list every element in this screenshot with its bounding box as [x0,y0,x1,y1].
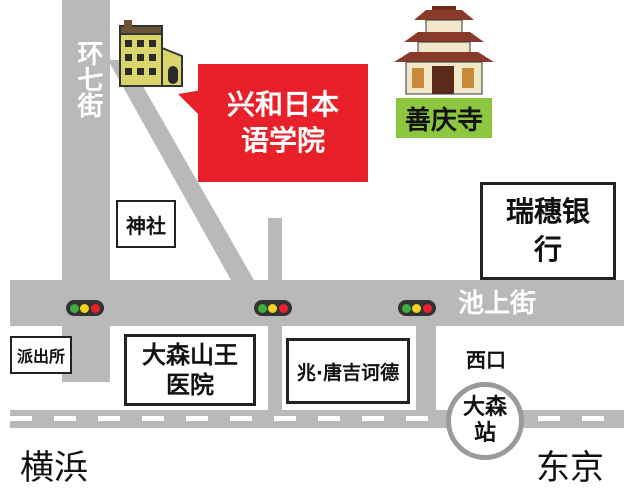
west-exit-label: 西口 [466,348,506,372]
school-callout-pointer [178,90,202,118]
direction-left-label: 横浜 [20,448,88,488]
kan-nana-street-label: 环七街 [73,40,103,118]
police-box-label: 派出所 [16,347,65,366]
temple-label-box: 善庆寺 [396,98,492,138]
station-marker: 大森站 [446,382,524,460]
direction-right-label: 东京 [536,448,604,488]
traffic-light-icon [66,300,104,316]
ike-ue-street-label: 池上街 [458,289,537,319]
store-label: 兆·唐吉诃德 [296,361,400,384]
ike-ue-road [10,280,624,326]
side-street-north [268,218,282,282]
school-building-icon [119,20,183,87]
traffic-light-icon [254,300,292,316]
station-label: 大森站 [462,395,507,446]
side-street-south [268,326,282,410]
traffic-light-icon [398,300,436,316]
hospital-box: 大森山王医院 [124,334,256,406]
railway-line [10,410,624,428]
bank-label: 瑞穗银行 [505,195,590,266]
store-box: 兆·唐吉诃德 [286,338,410,404]
hospital-label: 大森山王医院 [142,341,238,399]
school-label-box: 兴和日本语学院 [198,64,368,182]
shrine-label: 神社 [126,213,166,238]
bank-box: 瑞穗银行 [480,182,616,280]
temple-icon [394,6,494,95]
police-box: 派出所 [10,336,72,374]
west-exit-street [416,326,436,412]
temple-label: 善庆寺 [404,105,483,136]
school-label: 兴和日本语学院 [226,88,339,157]
shrine-box: 神社 [116,200,176,248]
